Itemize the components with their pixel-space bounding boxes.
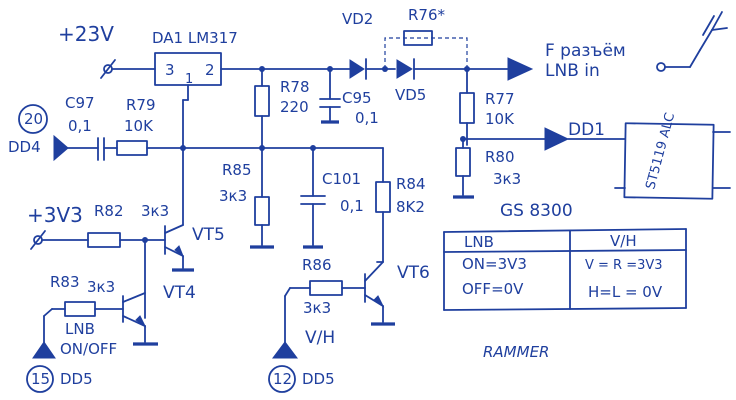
resistor-r78: R78 220 [254,68,310,148]
transistor-vt5: VT5 [164,224,225,272]
dd1-sense-arrow: DD1 [462,120,626,151]
label-vt5: VT5 [192,225,225,245]
table-title: GS 8300 [500,201,573,221]
label-r83: R83 [50,273,80,291]
label-lnb: LNB [65,320,95,338]
label-vh: V/H [305,328,335,348]
resistor-r85: R85 3к3 [219,147,274,249]
resistor-r84: R84 8K2 [375,147,426,263]
input-vh: V/H 12 DD5 [268,287,335,393]
f-connector-output: F разъём LNB in [507,41,626,81]
label-pin15: 15 [31,370,50,388]
label-pin12: 12 [273,370,292,388]
coax-connector-icon [656,11,728,72]
label-da1-pin3: 3 [165,61,175,79]
capacitor-c97: C97 0,1 [65,94,105,161]
label-vd2: VD2 [342,10,373,28]
label-r80-value: 3к3 [493,170,521,188]
transistor-vt4: VT4 [122,283,196,346]
input-dd4: 20 DD4 [8,104,69,162]
label-r78: R78 [280,78,310,96]
table-lnb-on: ON=3V3 [462,255,527,273]
supply-input-23v: +23V [58,22,156,79]
label-c101-value: 0,1 [340,197,364,215]
label-r84: R84 [396,175,426,193]
label-r85: R85 [222,161,252,179]
signature: RAMMER [483,343,549,361]
label-r82-value: 3к3 [141,202,169,220]
label-r77: R77 [485,90,515,108]
label-dd1: DD1 [568,120,605,140]
table-lnb-off: OFF=0V [462,280,524,298]
label-c97: C97 [65,94,95,112]
table-header-vh: V/H [610,232,637,250]
label-r78-value: 220 [280,98,309,116]
label-c95-value: 0,1 [355,109,379,127]
resistor-r79: R79 10K [116,96,156,156]
label-r77-value: 10K [485,110,515,128]
capacitor-c95: C95 0,1 [319,68,379,127]
label-dd5-pin15: DD5 [60,370,93,388]
label-r84-value: 8K2 [396,198,425,216]
resistor-r80: R80 3к3 [453,138,521,199]
table-v-r: V = R =3V3 [585,258,663,273]
label-r83-value: 3к3 [87,278,115,296]
regulator-da1: DA1 LM317 3 1 2 [152,29,238,87]
label-r79-value: 10K [124,117,154,135]
resistor-r86: R86 3к3 [302,256,343,317]
transistor-vt6: VT6 [364,261,430,326]
label-r80: R80 [485,148,515,166]
resistor-r82: R82 3к3 [87,202,169,248]
label-da1: DA1 LM317 [152,29,238,47]
label-pin20: 20 [24,110,43,128]
supply-input-3v3: +3V3 [27,203,89,250]
label-on-off: ON/OFF [60,340,117,358]
table-h-l: H=L = 0V [588,283,663,301]
label-c97-value: 0,1 [68,117,92,135]
label-3v3: +3V3 [27,203,83,227]
capacitor-c101: C101 0,1 [300,147,364,249]
label-r82: R82 [94,202,124,220]
label-c95: C95 [342,89,372,107]
diode-vd5: VD5 [395,58,426,104]
label-r85-value: 3к3 [219,187,247,205]
chip-st5119: ST5119 ALC [614,111,731,200]
logic-table: GS 8300 LNB V/H ON=3V3 V = R =3V3 OFF=0V… [443,201,687,311]
label-vt6: VT6 [397,263,430,283]
label-23v: +23V [58,22,114,46]
input-lnb-onoff: LNB ON/OFF 15 DD5 [26,308,117,393]
label-f-connector: F разъём [545,41,626,61]
label-da1-pin2: 2 [205,61,215,79]
label-lnb-in: LNB in [545,61,600,81]
label-vt4: VT4 [163,283,196,303]
resistor-r77: R77 10K [459,68,515,146]
label-r86-value: 3к3 [303,299,331,317]
label-r76: R76* [408,6,446,24]
label-c101: C101 [322,170,361,188]
label-vd5: VD5 [395,86,426,104]
label-r86: R86 [302,256,332,274]
label-da1-pin1: 1 [185,72,193,87]
label-dd4: DD4 [8,138,41,156]
label-r79: R79 [126,96,156,114]
diode-vd2: VD2 [342,10,373,80]
label-dd5-pin12: DD5 [302,370,335,388]
resistor-r76: R76* [384,6,468,69]
table-header-lnb: LNB [464,233,494,251]
